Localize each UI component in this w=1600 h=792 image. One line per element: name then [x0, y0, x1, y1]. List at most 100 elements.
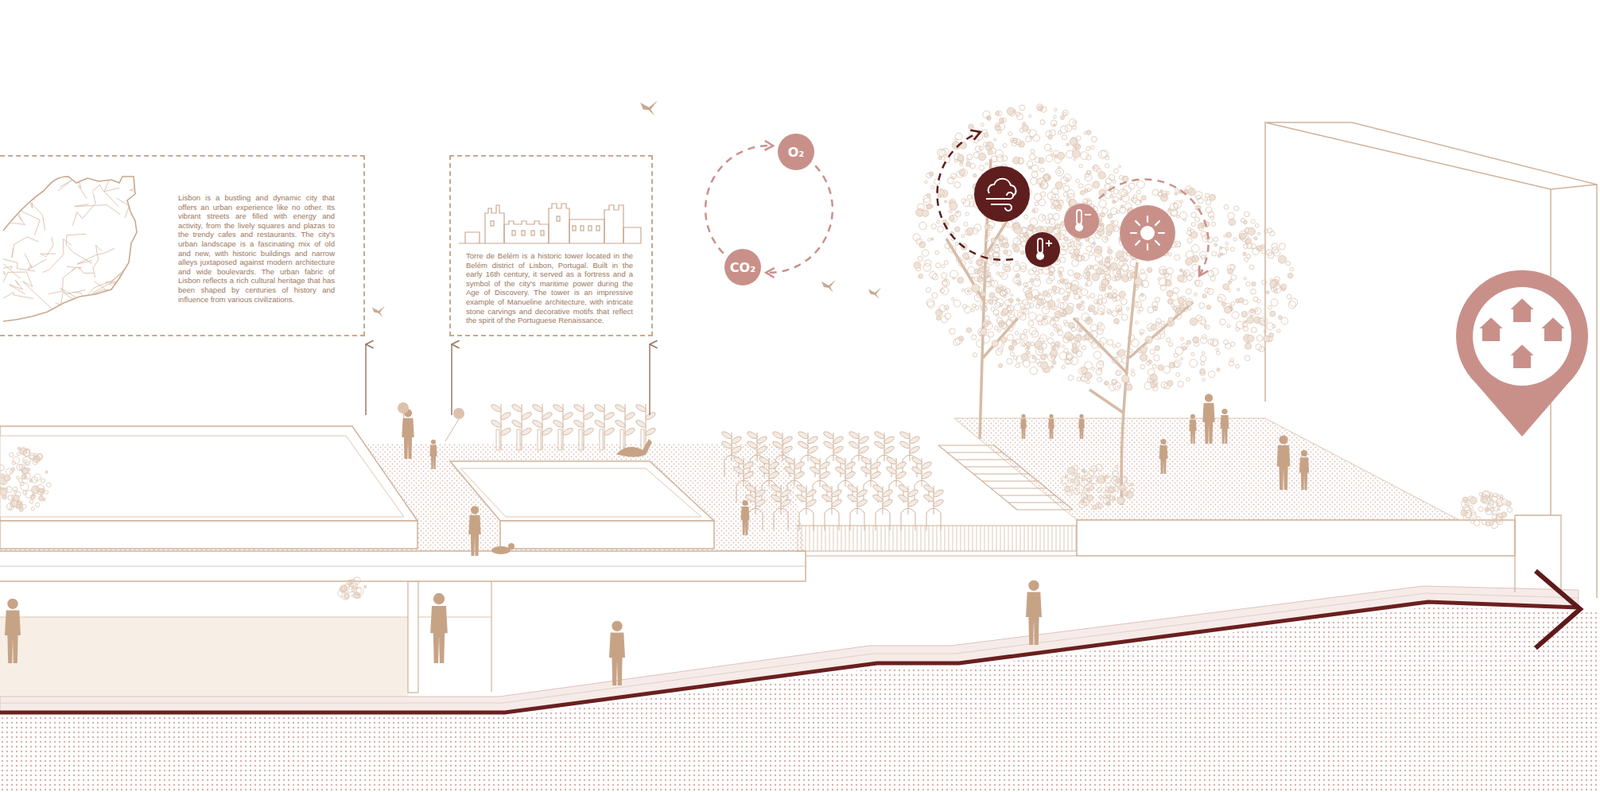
tree	[1118, 174, 1123, 179]
tree	[1084, 361, 1093, 370]
tree	[1464, 512, 1468, 517]
tree	[1180, 337, 1185, 341]
railing	[952, 525, 954, 552]
tree	[987, 321, 991, 325]
tree	[1079, 164, 1083, 168]
tree	[1085, 267, 1089, 271]
tree	[986, 116, 991, 121]
tree	[1205, 193, 1210, 198]
tree	[1038, 214, 1045, 222]
tree	[1242, 252, 1247, 256]
tree	[1481, 519, 1488, 525]
railing	[1052, 525, 1053, 552]
column	[407, 581, 419, 693]
tree	[1013, 276, 1021, 284]
plant	[623, 411, 636, 421]
tree	[985, 162, 989, 166]
railing	[865, 525, 867, 552]
tree	[1168, 317, 1173, 323]
tree	[1105, 178, 1112, 185]
tree	[1113, 480, 1118, 485]
tree	[951, 173, 957, 179]
tree	[1096, 501, 1100, 505]
plant	[489, 419, 502, 429]
plant	[843, 460, 856, 470]
plant	[558, 429, 562, 451]
tree	[1139, 329, 1144, 334]
tree	[1081, 345, 1086, 350]
plant	[620, 429, 624, 451]
tree	[29, 499, 34, 504]
tree	[1109, 486, 1115, 493]
railing	[1056, 525, 1057, 552]
tree	[1199, 302, 1205, 309]
tree	[1108, 174, 1115, 180]
railing	[805, 525, 807, 552]
tree	[1061, 365, 1065, 369]
tree	[1087, 477, 1092, 482]
tree	[966, 327, 971, 333]
tree	[0, 489, 8, 497]
tree	[1064, 124, 1072, 132]
tree	[1463, 513, 1471, 521]
railing	[1075, 525, 1077, 552]
plant	[561, 411, 574, 421]
tree	[1460, 509, 1468, 517]
tree	[1083, 469, 1086, 473]
tree	[1187, 227, 1191, 231]
railing	[916, 525, 918, 552]
tree	[1200, 361, 1205, 366]
tree	[1104, 163, 1109, 168]
tree	[941, 264, 945, 268]
tree	[1273, 289, 1278, 293]
tree	[1154, 345, 1160, 351]
tree	[21, 468, 28, 474]
tree	[959, 168, 968, 177]
tree	[959, 169, 966, 176]
tree	[1062, 244, 1065, 248]
tree	[966, 154, 973, 160]
tree	[1128, 182, 1135, 190]
tree	[1067, 291, 1071, 295]
plant	[496, 429, 500, 451]
tree	[1070, 478, 1075, 483]
tree	[1169, 203, 1178, 212]
tree	[1177, 380, 1185, 388]
plant	[572, 403, 585, 413]
planter-rim	[460, 468, 702, 517]
plant	[873, 430, 886, 440]
tree	[344, 584, 350, 591]
tree	[1017, 235, 1022, 240]
plant	[578, 429, 583, 451]
railing	[996, 525, 998, 552]
tree	[1278, 255, 1287, 264]
tree	[1099, 283, 1106, 291]
tree	[1269, 310, 1276, 317]
tree	[1063, 320, 1068, 325]
tree	[966, 290, 970, 293]
tree	[1223, 306, 1231, 314]
tree	[3, 475, 10, 482]
tree	[1141, 280, 1150, 288]
tree	[1057, 166, 1061, 169]
tree	[1162, 269, 1167, 274]
tree	[969, 260, 973, 265]
tree	[1236, 287, 1239, 291]
tree	[1133, 194, 1138, 199]
tree	[1013, 109, 1017, 113]
tree	[1092, 504, 1098, 510]
tree	[1043, 315, 1048, 320]
tree	[1032, 355, 1037, 360]
tree	[1045, 155, 1053, 163]
tree	[1161, 381, 1168, 389]
tree	[980, 305, 987, 312]
tree	[23, 450, 31, 458]
tree	[1118, 267, 1123, 272]
tree	[1107, 285, 1112, 290]
tree	[1040, 354, 1047, 361]
tree	[1250, 327, 1257, 334]
tree	[1054, 325, 1062, 333]
plant	[806, 434, 819, 445]
tree	[998, 329, 1002, 333]
tree	[1215, 348, 1220, 352]
